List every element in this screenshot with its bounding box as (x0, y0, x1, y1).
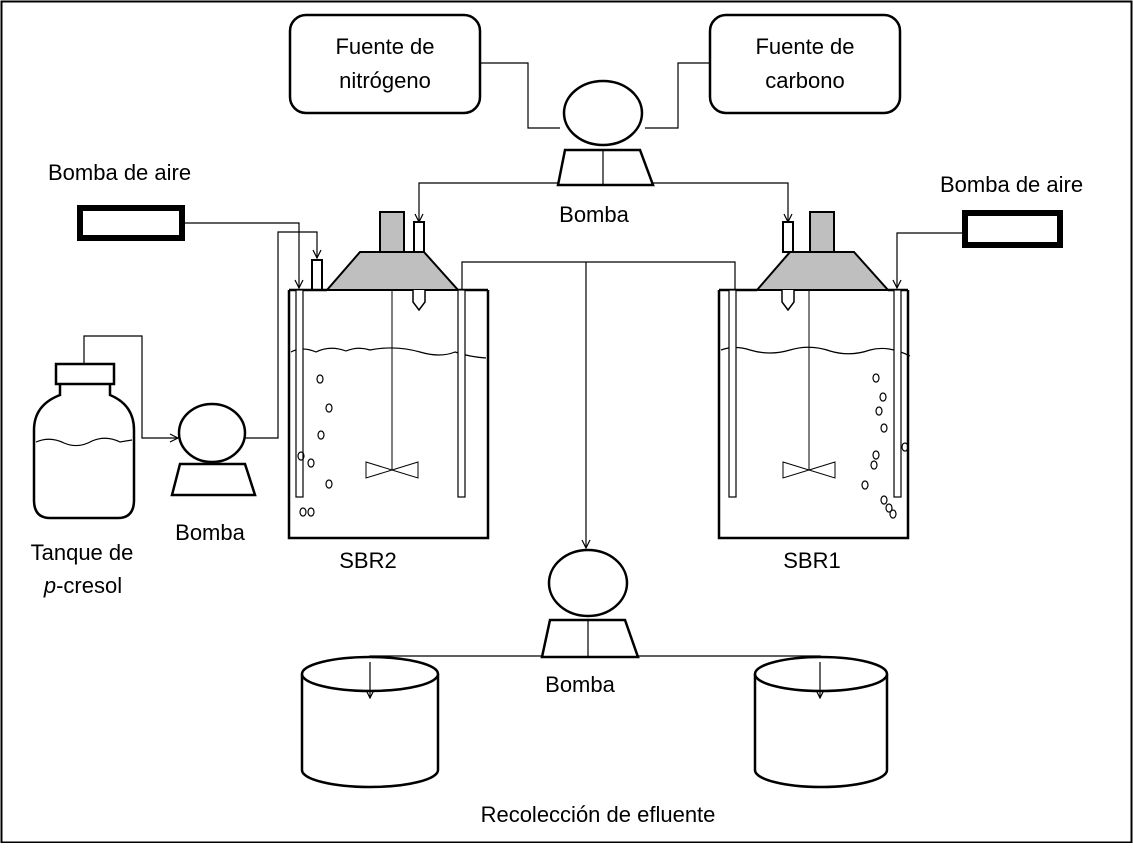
air-pump-left: Bomba de aire (48, 160, 191, 241)
carbon-source: Fuente de carbono (708, 13, 902, 115)
right-container-top-icon (753, 655, 889, 693)
sbr1-bubbles (861, 373, 909, 519)
carbon-source-label-1: Fuente de (755, 34, 854, 59)
nitrogen-source-label-1: Fuente de (335, 34, 434, 59)
tank-label-2: p-cresol (43, 573, 122, 598)
reactor-sbr1: SBR1 (717, 211, 911, 573)
air-line-sbr2 (182, 222, 299, 288)
sbr1-air-diffuser-icon (893, 289, 902, 498)
right-container-body-icon (753, 674, 889, 789)
sbr2-probe-icon (412, 290, 426, 312)
carbon-source-box (708, 13, 902, 115)
tank-label-1: Tanque de (31, 540, 134, 565)
sbr1-vessel (717, 290, 910, 540)
sbr1-label: SBR1 (783, 548, 840, 573)
left-pump: Bomba (170, 402, 257, 545)
sbr2-motor-icon (379, 211, 405, 253)
top-pump-head-icon (562, 79, 644, 147)
tank-label-2-rest: -cresol (56, 573, 122, 598)
air-pump-right-label: Bomba de aire (940, 172, 1083, 197)
sbr2-label: SBR2 (339, 548, 396, 573)
nitrogen-source-label-2: nitrógeno (339, 68, 431, 93)
feed-line-sbr1 (653, 182, 788, 222)
sbr2-cresol-port-icon (311, 259, 323, 291)
left-container-body-icon (300, 674, 440, 789)
reactor-sbr2: SBR2 (287, 211, 490, 573)
bottom-pump-label: Bomba (545, 672, 615, 697)
sbr2-effluent-tube-icon (457, 289, 466, 498)
left-pump-head-icon (177, 402, 247, 464)
sbr2-vessel (287, 290, 490, 540)
sbr1-probe-icon (781, 290, 795, 312)
sbr1-effluent-tube-icon (728, 289, 737, 498)
carbon-feed-line (645, 62, 710, 129)
nitrogen-feed-line (480, 62, 560, 129)
left-pump-label: Bomba (175, 520, 245, 545)
carbon-source-label-2: carbono (765, 68, 845, 93)
bottom-pump-head-icon (547, 548, 629, 618)
sbr2-lid-icon (324, 251, 461, 291)
sbr2-air-diffuser-icon (295, 289, 304, 498)
air-pump-left-icon (77, 205, 185, 241)
cresol-feed-line (83, 335, 178, 438)
sbr1-motor-icon (809, 211, 835, 253)
bottom-pump: Bomba (540, 548, 640, 697)
tank-label-2-italic: p (43, 573, 56, 598)
top-pump-label: Bomba (559, 202, 629, 227)
effluent-container-left (300, 655, 440, 789)
sbr2-impeller-icon (365, 461, 419, 479)
sbr1-liquid-level (720, 346, 911, 357)
sbr1-impeller-icon (782, 461, 836, 479)
tank-liquid-level (35, 437, 133, 447)
air-pump-right: Bomba de aire (940, 172, 1083, 248)
air-line-sbr1 (897, 232, 965, 288)
top-pump: Bomba (556, 79, 655, 227)
cresol-line-sbr2 (245, 231, 317, 439)
tank-cap-icon (54, 362, 116, 386)
left-pump-base-icon (170, 462, 257, 497)
air-pump-right-icon (962, 210, 1063, 248)
tank-bottle-icon (32, 380, 136, 520)
p-cresol-tank: Tanque de p-cresol (31, 362, 136, 598)
nitrogen-source: Fuente de nitrógeno (288, 13, 482, 115)
sbr2-liquid-level (290, 347, 487, 359)
top-pump-base-icon (556, 148, 655, 187)
effluent-withdraw-line (461, 261, 736, 290)
effluent-container-right (753, 655, 889, 789)
bottom-pump-base-icon (540, 618, 640, 659)
feed-line-sbr2 (419, 182, 558, 222)
sbr2-bubbles (297, 374, 333, 517)
sbr1-feed-port-icon (782, 221, 794, 253)
nitrogen-source-box (288, 13, 482, 115)
sbr2-feed-port-icon (413, 221, 425, 253)
effluent-collection-label: Recolección de efluente (481, 802, 716, 827)
sbr1-lid-icon (754, 251, 891, 291)
air-pump-left-label: Bomba de aire (48, 160, 191, 185)
